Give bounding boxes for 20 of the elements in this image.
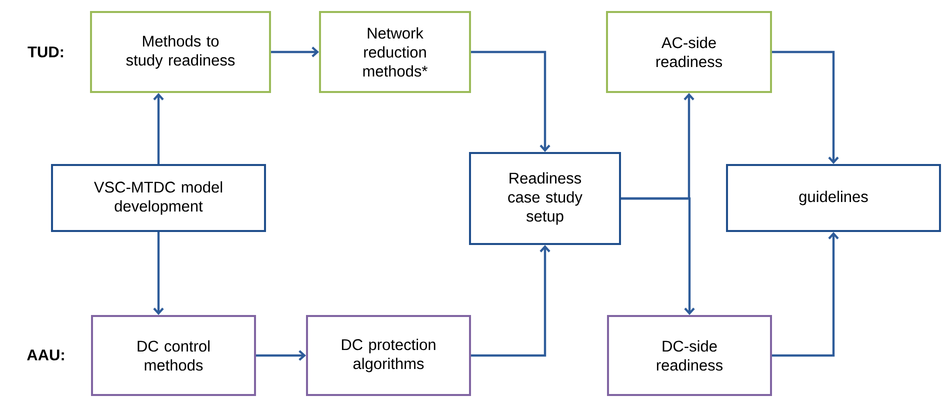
arrow [256, 350, 306, 361]
process-box: VSC-MTDC model development [51, 164, 266, 232]
process-box: DC control methods [91, 314, 256, 396]
arrow [271, 46, 319, 58]
row-label: AAU: [27, 350, 64, 360]
arrow [471, 50, 550, 152]
process-box: Methods to study readiness [90, 11, 271, 93]
row-label: TUD: [28, 46, 64, 58]
process-box: Network reduction methods* [319, 11, 471, 93]
arrow [471, 245, 550, 357]
arrow [153, 93, 164, 164]
arrow [621, 197, 695, 315]
arrow [772, 50, 839, 164]
process-box: DC-side readiness [607, 314, 772, 396]
process-box: AC-side readiness [606, 11, 772, 93]
arrow [153, 232, 164, 315]
process-box: guidelines [726, 164, 941, 232]
process-box: DC protection algorithms [306, 314, 471, 396]
arrow [772, 232, 839, 357]
process-box: Readiness case study setup [469, 152, 621, 245]
